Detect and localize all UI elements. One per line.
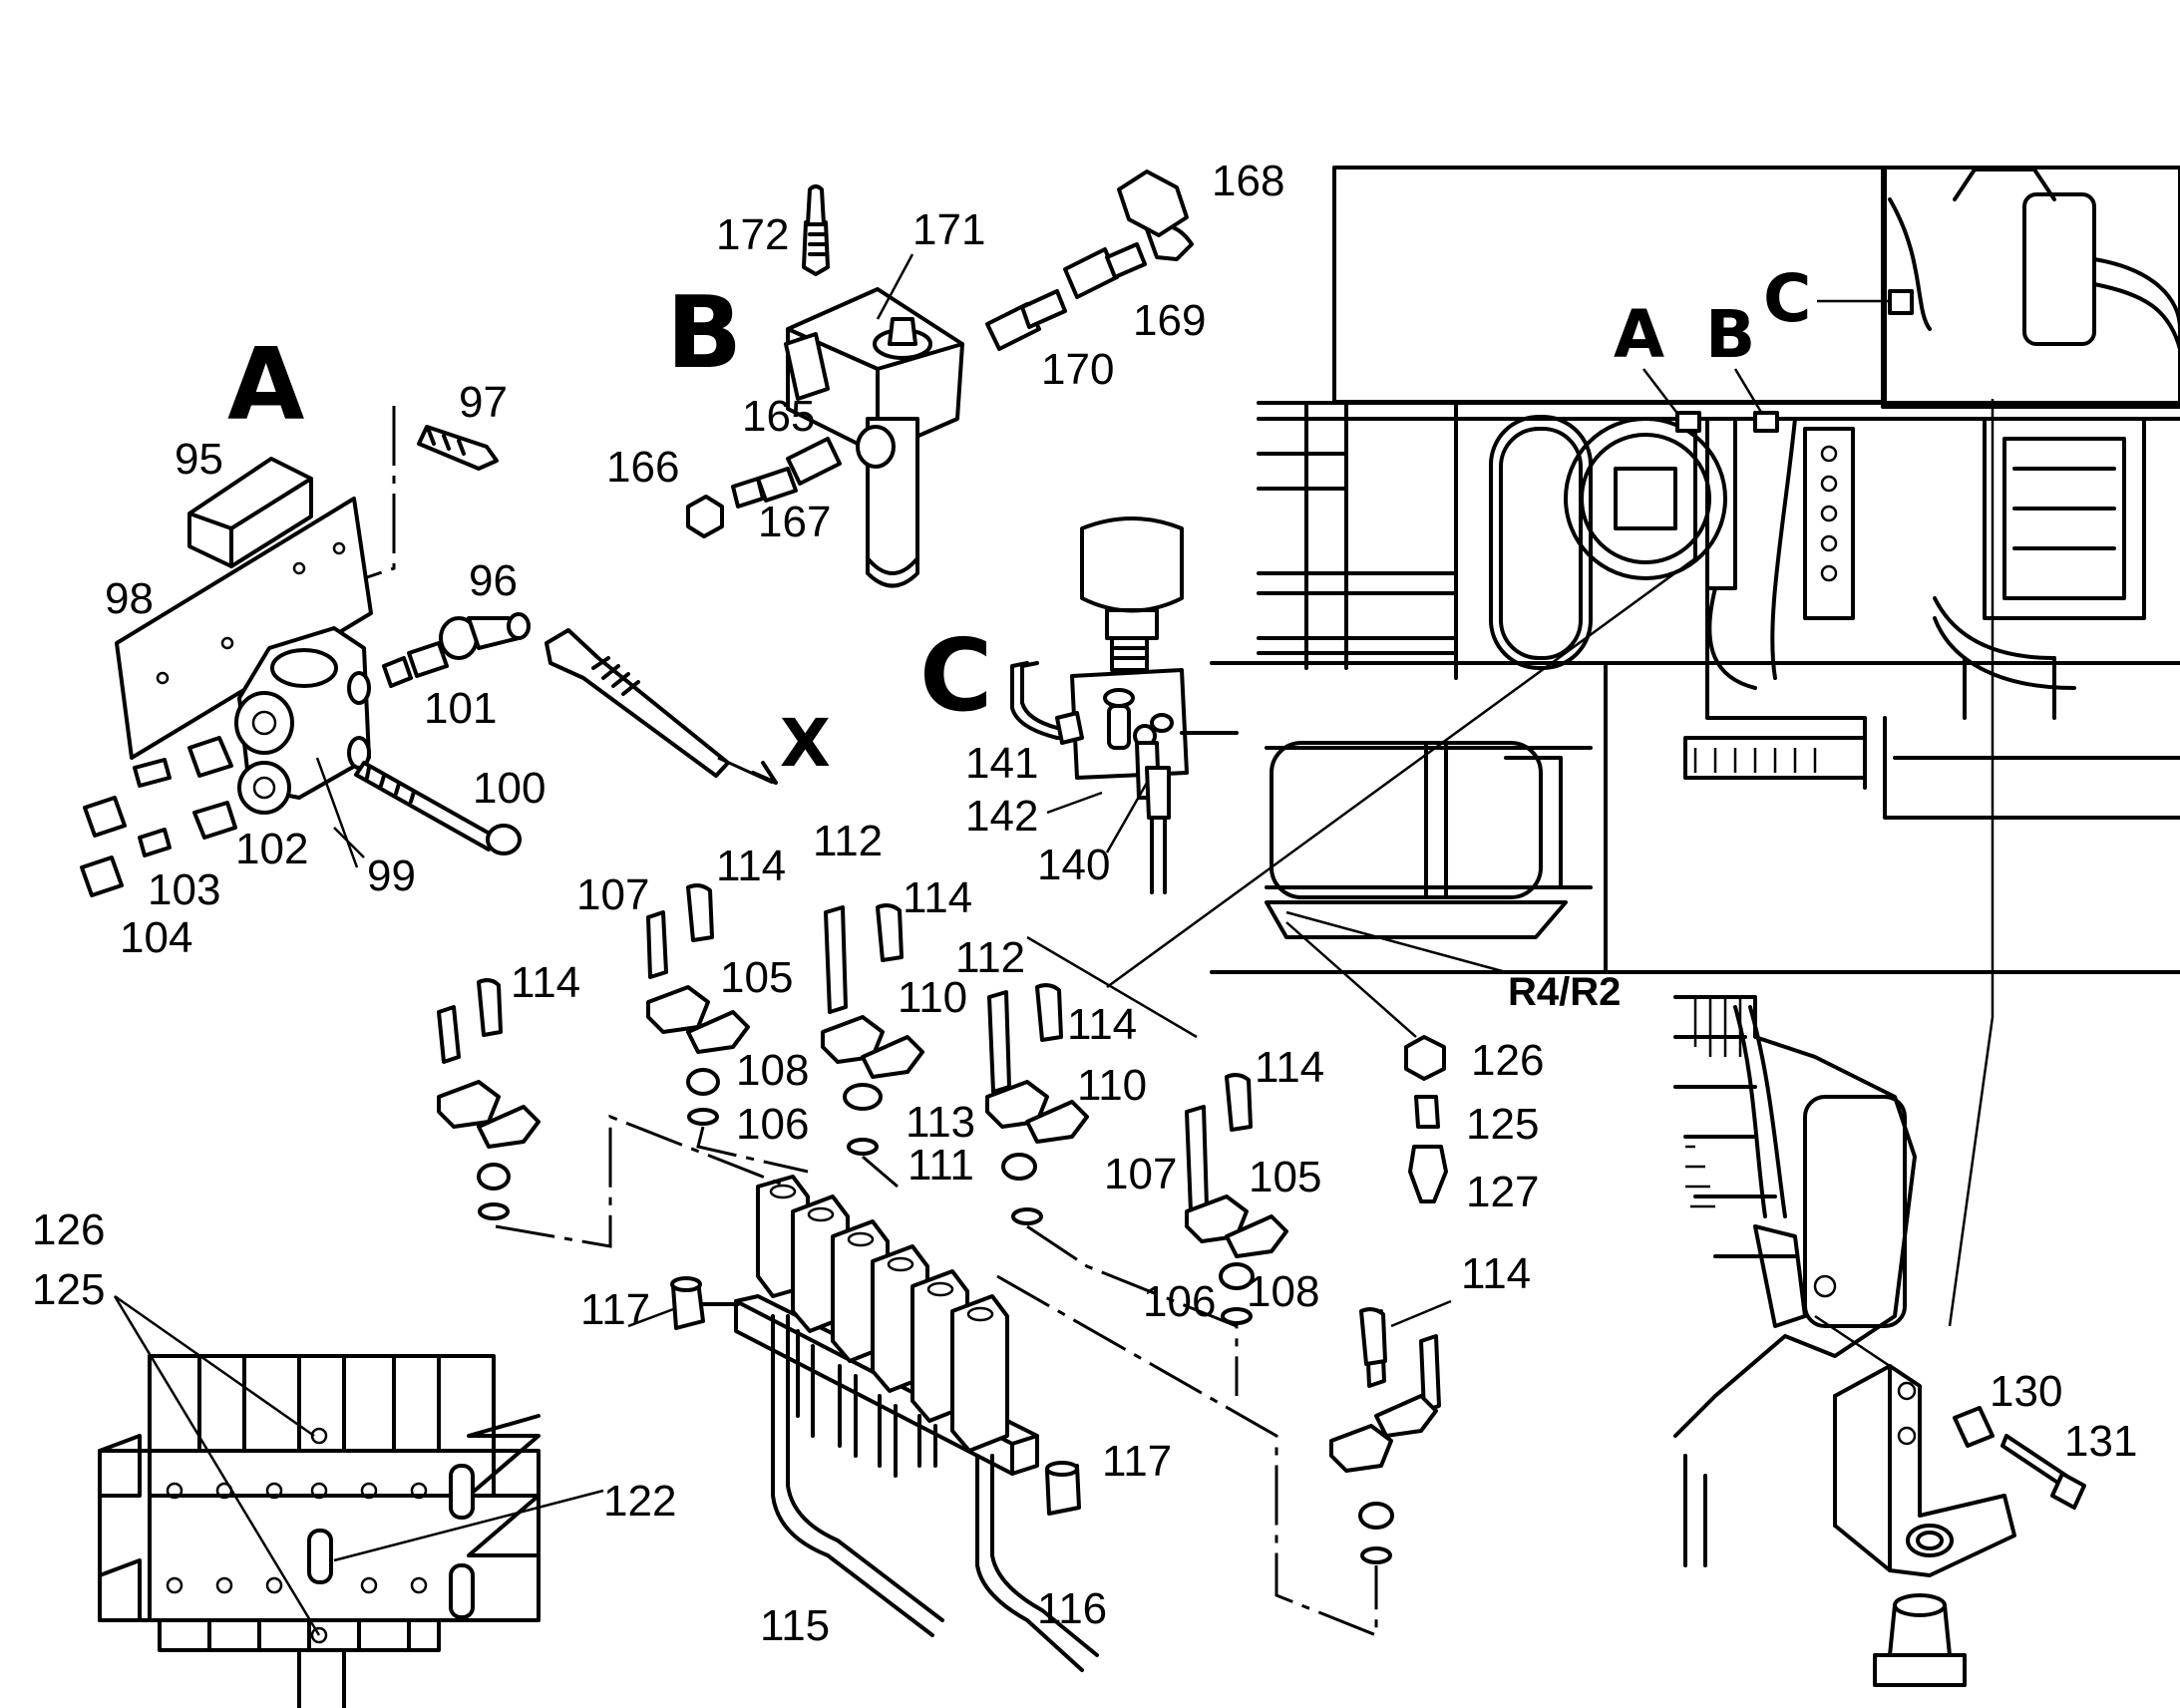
detail-b: B 165 166 167 168 169 170 171 172 — [606, 157, 1284, 588]
part-label-100: 100 — [473, 764, 545, 813]
part-label-104: 104 — [120, 913, 192, 962]
part-label-142: 142 — [965, 792, 1038, 841]
part-label-170: 170 — [1041, 345, 1114, 394]
part-label-99: 99 — [367, 852, 416, 900]
part-label-96: 96 — [469, 556, 518, 605]
part-label-122: 122 — [603, 1477, 676, 1526]
part-label-102: 102 — [235, 825, 308, 873]
part-label-126b: 126 — [1471, 1036, 1544, 1085]
engine-detail-view — [1673, 995, 1921, 1567]
part-label-130: 130 — [1990, 1367, 2062, 1416]
part-label-112a: 112 — [813, 817, 883, 865]
part-label-166: 166 — [606, 443, 679, 492]
part-label-140: 140 — [1037, 841, 1110, 889]
part-label-117b: 117 — [1102, 1437, 1172, 1486]
part-label-95: 95 — [175, 435, 223, 484]
part-label-171: 171 — [912, 205, 985, 254]
detail-a-letter: A — [227, 326, 304, 443]
part-label-105a: 105 — [720, 953, 793, 1002]
part-label-127: 127 — [1466, 1168, 1539, 1216]
engine-view: A B C R4/R2 — [1106, 166, 2180, 1327]
engine-view-label-b: B — [1705, 296, 1755, 373]
connection-tag-r4-r2: R4/R2 — [1508, 970, 1621, 1014]
part-label-172: 172 — [716, 210, 789, 259]
part-label-167: 167 — [758, 498, 831, 546]
part-label-97: 97 — [459, 378, 508, 427]
engine-view-label-c: C — [1763, 260, 1811, 337]
detail-a: A X — [80, 326, 831, 962]
engine-view-label-a: A — [1614, 296, 1664, 373]
part-label-112b: 112 — [955, 933, 1025, 982]
part-label-108a: 108 — [736, 1046, 809, 1095]
part-label-114a: 114 — [511, 958, 580, 1007]
part-label-111: 111 — [908, 1141, 974, 1190]
part-label-125a: 125 — [32, 1265, 105, 1314]
part-label-114b: 114 — [716, 842, 786, 890]
part-label-107a: 107 — [576, 870, 649, 919]
part-label-106a: 106 — [736, 1100, 809, 1149]
part-label-105b: 105 — [1249, 1153, 1321, 1201]
part-label-114f: 114 — [1461, 1249, 1531, 1298]
detail-c-letter: C — [919, 617, 992, 734]
part-label-107b: 107 — [1104, 1150, 1177, 1198]
part-label-141: 141 — [965, 739, 1038, 788]
clamp-assembly-left — [437, 978, 541, 1220]
part-label-108b: 108 — [1247, 1267, 1319, 1316]
part-label-169: 169 — [1133, 296, 1206, 345]
part-label-103: 103 — [148, 865, 220, 914]
part-label-106b: 106 — [1143, 1277, 1216, 1326]
clamp-assembly-far-right — [1329, 1307, 1441, 1564]
part-label-131: 131 — [2064, 1417, 2137, 1466]
part-label-113: 113 — [906, 1098, 975, 1147]
part-label-110a: 110 — [898, 973, 967, 1022]
detail-c: C 140 141 142 — [919, 516, 1239, 894]
part-label-101: 101 — [424, 684, 497, 733]
part-label-165: 165 — [742, 392, 815, 441]
mount-bracket: 130 131 — [1833, 1364, 2137, 1687]
detail-b-letter: B — [666, 274, 742, 391]
part-label-114e: 114 — [1255, 1043, 1324, 1092]
part-label-125b: 125 — [1466, 1100, 1539, 1149]
clamp-assembly-center — [821, 903, 924, 1156]
part-label-168: 168 — [1212, 157, 1284, 205]
detail-x-letter: X — [780, 705, 831, 782]
part-label-114d: 114 — [1067, 1000, 1137, 1049]
part-label-116: 116 — [1037, 1584, 1107, 1633]
part-label-115: 115 — [760, 1601, 830, 1650]
part-label-110b: 110 — [1077, 1061, 1147, 1110]
part-label-114c: 114 — [903, 873, 972, 922]
clamp-assembly-mid-left — [646, 883, 750, 1126]
clamp-assembly-center-right — [985, 983, 1089, 1225]
distributor-detail-view: 122 125 126 — [32, 1205, 676, 1708]
clamp-assembly-right — [1185, 1073, 1288, 1325]
part-label-126a: 126 — [32, 1205, 105, 1254]
distributor-cylinders — [756, 1175, 1009, 1478]
part-label-98: 98 — [105, 574, 154, 623]
lube-distributor: 105 105 106 106 107 107 108 108 110 110 … — [437, 817, 1544, 1672]
part-label-117a: 117 — [580, 1285, 650, 1334]
